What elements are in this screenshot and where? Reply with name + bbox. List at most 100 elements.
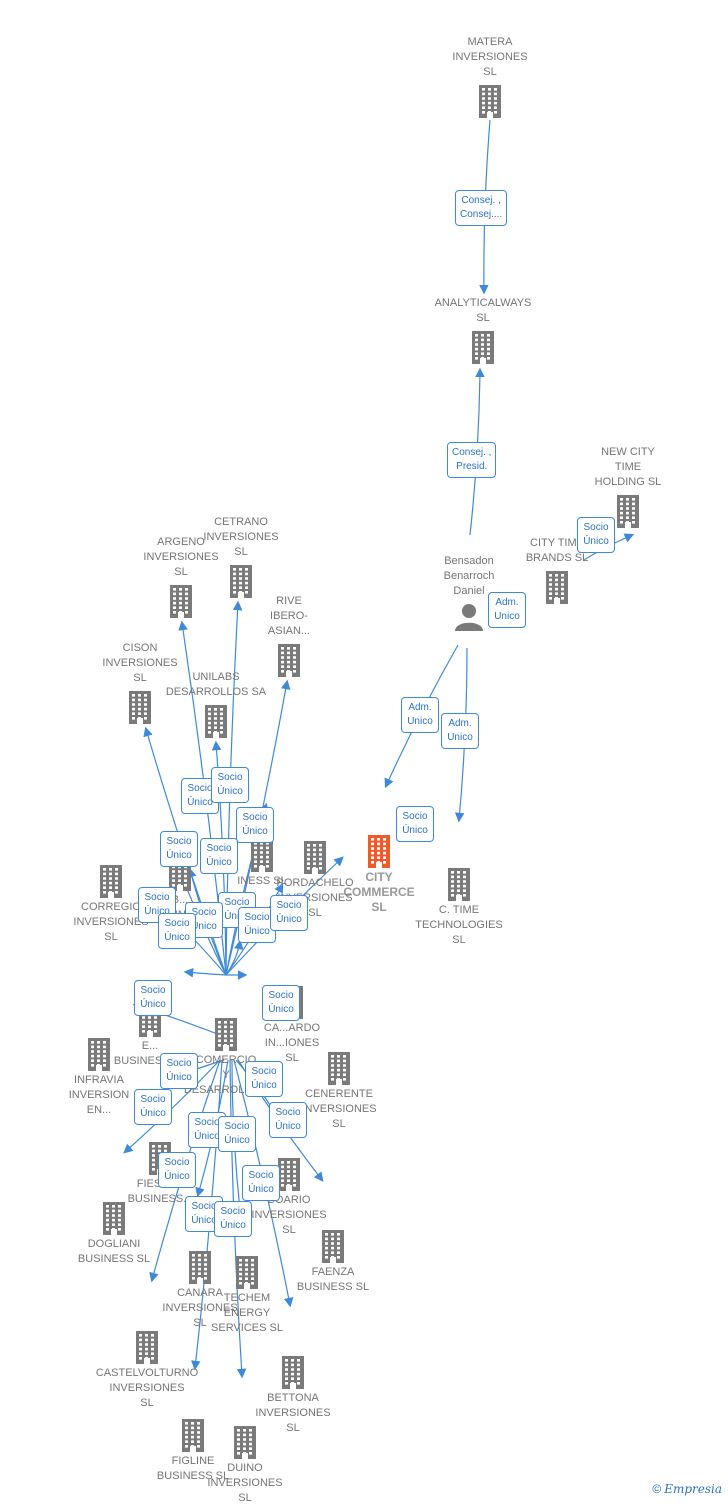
relationship-badge[interactable]: Socio Único [577, 517, 615, 553]
relationship-badge[interactable]: Socio Único [242, 1165, 280, 1201]
building-icon [314, 834, 444, 868]
building-icon [197, 838, 327, 872]
company-node-matera[interactable]: MATERA INVERSIONES SL [425, 35, 555, 118]
building-icon [250, 840, 380, 874]
relationship-badge[interactable]: Socio Único [214, 1201, 252, 1237]
node-label: CISON INVERSIONES SL [102, 642, 178, 684]
company-node-duino[interactable]: DUINO INVERSIONES SL [180, 1425, 310, 1506]
company-node-figline[interactable]: FIGLINE BUSINESS SL [128, 1418, 258, 1484]
node-label: CITY COMMERCE SL [343, 870, 415, 914]
node-label: C. TIME TECHNOLOGIES SL [415, 904, 503, 946]
node-label: UNILABS DESARROLLOS SA [165, 671, 267, 698]
building-icon [425, 84, 555, 118]
building-icon [46, 864, 176, 898]
relationship-badge[interactable]: Socio Único [211, 767, 249, 803]
building-icon [224, 1157, 354, 1191]
relationship-badge[interactable]: Socio Único [238, 907, 276, 943]
relationship-badge[interactable]: Socio Único [270, 895, 308, 931]
relationship-badge[interactable]: Socio Único [158, 1152, 196, 1188]
company-node-ctime[interactable]: C. TIME TECHNOLOGIES SL [394, 867, 524, 948]
building-icon [75, 690, 205, 724]
company-node-castelvolturno[interactable]: CASTELVOLTURNO INVERSIONES SL [82, 1330, 212, 1411]
relationship-badge[interactable]: Consej. , Consej.... [455, 190, 508, 226]
company-node-unilabs[interactable]: UNILABS DESARROLLOS SA [151, 670, 281, 738]
relationship-badge[interactable]: Adm. Unico [401, 697, 439, 733]
relationship-badge[interactable]: Socio Único [160, 831, 198, 867]
building-icon [161, 1017, 291, 1051]
relationship-badge[interactable]: Socio Único [181, 778, 219, 814]
company-node-cison[interactable]: CISON INVERSIONES SL [75, 641, 205, 724]
relationship-edge [225, 939, 244, 976]
company-node-newcity[interactable]: NEW CITY TIME HOLDING SL [563, 445, 693, 528]
building-icon [135, 1250, 265, 1284]
relationship-badge[interactable]: Socio Único [262, 985, 300, 1021]
company-node-cenerente[interactable]: CENERENTE INVERSIONES SL [274, 1051, 404, 1132]
relationship-badge[interactable]: Socio Único [236, 807, 274, 843]
building-icon [128, 1418, 258, 1452]
company-node-corregio[interactable]: CORREGIO INVERSIONES SL [46, 864, 176, 945]
relationship-edge [183, 967, 227, 978]
company-node-cetrano[interactable]: CETRANO INVERSIONES SL [176, 515, 306, 598]
relationship-badge[interactable]: Adm. Unico [441, 713, 479, 749]
building-icon [228, 1355, 358, 1389]
building-icon [492, 570, 622, 604]
company-node-canara[interactable]: CANARA INVERSIONES SL [135, 1250, 265, 1331]
relationship-badge[interactable]: Socio Único [158, 913, 196, 949]
node-label: DOGLIANI BUSINESS SL [77, 1238, 151, 1265]
node-label: FAENZA BUSINESS SL [296, 1266, 370, 1293]
copyright-symbol: © [652, 1482, 662, 1496]
node-label: CANARA INVERSIONES SL [162, 1287, 238, 1329]
node-label: DUINO INVERSIONES SL [207, 1462, 283, 1504]
node-label: ANALYTICALWAYS SL [434, 297, 532, 324]
relationship-badge[interactable]: Socio Único [269, 1102, 307, 1138]
building-icon [182, 1255, 312, 1289]
company-node-dogliani[interactable]: DOGLIANI BUSINESS SL [49, 1201, 179, 1267]
building-icon [116, 584, 246, 618]
building-icon [224, 643, 354, 677]
node-label: CA...ARDO IN...IONES SL [263, 1022, 321, 1064]
building-icon [34, 1037, 164, 1071]
company-node-citytime[interactable]: CITY TIME BRANDS SL [492, 536, 622, 604]
node-label: INESS SL [237, 875, 287, 887]
node-label: CETRANO INVERSIONES SL [203, 516, 279, 558]
footer-brand[interactable]: ©Empresia [652, 1482, 722, 1496]
relationship-badge[interactable]: Socio Único [134, 1089, 172, 1125]
company-node-faenza[interactable]: FAENZA BUSINESS SL [268, 1229, 398, 1295]
node-label: CASTELVOLTURNO INVERSIONES SL [95, 1367, 199, 1409]
relationship-badge[interactable]: Socio Único [245, 1061, 283, 1097]
node-label: CENERENTE INVERSIONES SL [301, 1088, 377, 1130]
node-label: BETTONA INVERSIONES SL [255, 1392, 331, 1434]
building-icon [268, 1229, 398, 1263]
company-node-infravia[interactable]: INFRAVIA INVERSION EN... [34, 1037, 164, 1118]
company-node-citycommerce[interactable]: CITY COMMERCE SL [314, 834, 444, 915]
building-icon [418, 330, 548, 364]
company-node-rive[interactable]: RIVE IBERO- ASIAN... [224, 594, 354, 677]
company-node-argeno[interactable]: ARGENO INVERSIONES SL [116, 535, 246, 618]
building-icon [394, 867, 524, 901]
relationship-badge[interactable]: Socio Único [138, 887, 176, 923]
node-label: TECHEM ENERGY SERVICES SL [211, 1292, 283, 1334]
company-node-inessl[interactable]: INESS SL [197, 838, 327, 889]
relationship-badge[interactable]: Socio Único [160, 1053, 198, 1089]
node-label: MATERA INVERSIONES SL [452, 36, 528, 78]
node-label: RIVE IBERO- ASIAN... [267, 595, 311, 637]
relationship-badge[interactable]: Socio Único [396, 806, 434, 842]
relationship-badge[interactable]: Socio Único [134, 980, 172, 1016]
relationship-badge[interactable]: Adm. Unico [488, 592, 526, 628]
relationship-badge[interactable]: Socio Único [200, 838, 238, 874]
building-icon [563, 494, 693, 528]
company-node-bettona[interactable]: BETTONA INVERSIONES SL [228, 1355, 358, 1436]
relationship-badge[interactable]: Consej. , Presid. [447, 442, 497, 478]
relationship-edge [123, 1059, 221, 1154]
building-icon [151, 704, 281, 738]
building-icon [49, 1201, 179, 1235]
building-icon [180, 1425, 310, 1459]
company-node-bensadon[interactable]: Bensadon Benarroch Daniel [404, 554, 534, 631]
node-label: CORREGIO INVERSIONES SL [73, 901, 149, 943]
building-icon [82, 1330, 212, 1364]
company-node-analytical[interactable]: ANALYTICALWAYS SL [418, 296, 548, 364]
building-icon [176, 564, 306, 598]
relationship-badge[interactable]: Socio Único [218, 1116, 256, 1152]
company-node-techem[interactable]: TECHEM ENERGY SERVICES SL [182, 1255, 312, 1336]
person-icon [404, 603, 534, 631]
